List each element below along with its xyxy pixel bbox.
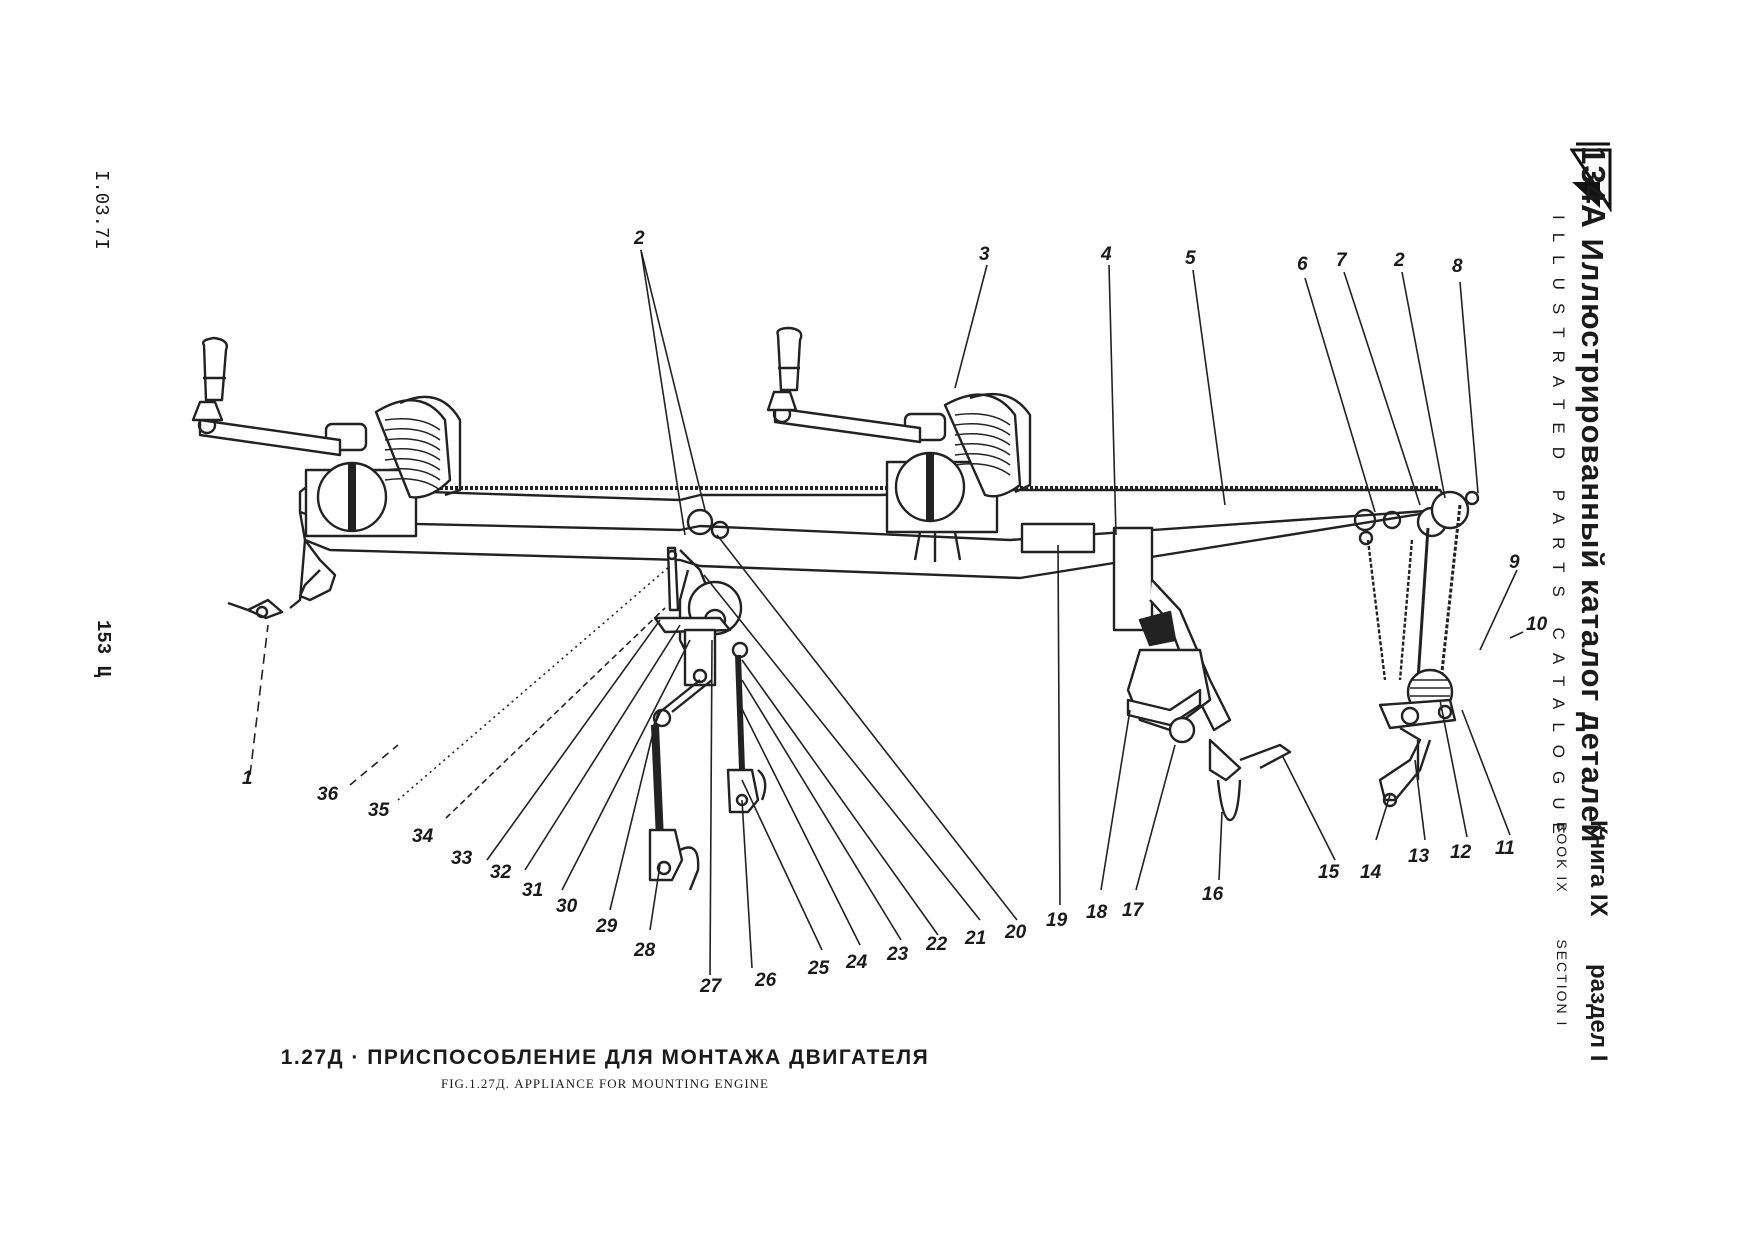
callout-31: 31 (522, 880, 544, 901)
callout-23: 23 (887, 944, 909, 965)
callout-36: 36 (317, 784, 339, 805)
callout-18: 18 (1086, 902, 1108, 923)
callout-25: 25 (808, 958, 830, 979)
callout-30: 30 (556, 896, 578, 917)
callout-24: 24 (846, 952, 868, 973)
callout-9: 9 (1509, 552, 1520, 573)
callout-33: 33 (451, 848, 473, 869)
callout-2-right: 2 (1394, 250, 1405, 271)
figure-caption-en: FIG.1.27Д. APPLIANCE FOR MOUNTING ENGINE (440, 1076, 769, 1091)
callout-11: 11 (1495, 838, 1515, 859)
callout-20: 20 (1005, 922, 1027, 943)
callout-29: 29 (596, 916, 618, 937)
callout-8: 8 (1452, 256, 1463, 277)
callout-5: 5 (1185, 248, 1196, 269)
callout-1: 1 (242, 768, 253, 789)
right-winch (766, 326, 1032, 562)
left-winch (191, 336, 462, 538)
lower-bracket (1126, 579, 1292, 822)
leader-lines (249, 249, 1524, 976)
center-hanger (648, 508, 767, 891)
callout-22: 22 (926, 934, 948, 955)
callout-34: 34 (412, 826, 434, 847)
callout-13: 13 (1408, 846, 1430, 867)
callout-28: 28 (634, 940, 656, 961)
callout-4: 4 (1101, 244, 1112, 265)
callout-6: 6 (1297, 254, 1308, 275)
callout-27: 27 (700, 976, 722, 997)
callout-12: 12 (1450, 842, 1472, 863)
callout-21: 21 (965, 928, 987, 949)
callout-2-left: 2 (634, 228, 645, 249)
callout-15: 15 (1318, 862, 1340, 883)
manufacturer-logo-icon (1570, 142, 1612, 212)
callout-16: 16 (1202, 884, 1224, 905)
callout-14: 14 (1360, 862, 1382, 883)
callout-3: 3 (979, 244, 990, 265)
callout-10: 10 (1526, 614, 1548, 635)
figure-caption-ru: 1.27Д · ПРИСПОСОБЛЕНИЕ ДЛЯ МОНТАЖА ДВИГА… (280, 1046, 930, 1069)
callout-32: 32 (490, 862, 512, 883)
bracket (1112, 526, 1154, 632)
callout-19: 19 (1046, 910, 1068, 931)
chain-hoist (1353, 490, 1480, 808)
callout-26: 26 (755, 970, 777, 991)
callout-7: 7 (1336, 250, 1347, 271)
callout-17: 17 (1122, 900, 1144, 921)
callout-35: 35 (368, 800, 390, 821)
